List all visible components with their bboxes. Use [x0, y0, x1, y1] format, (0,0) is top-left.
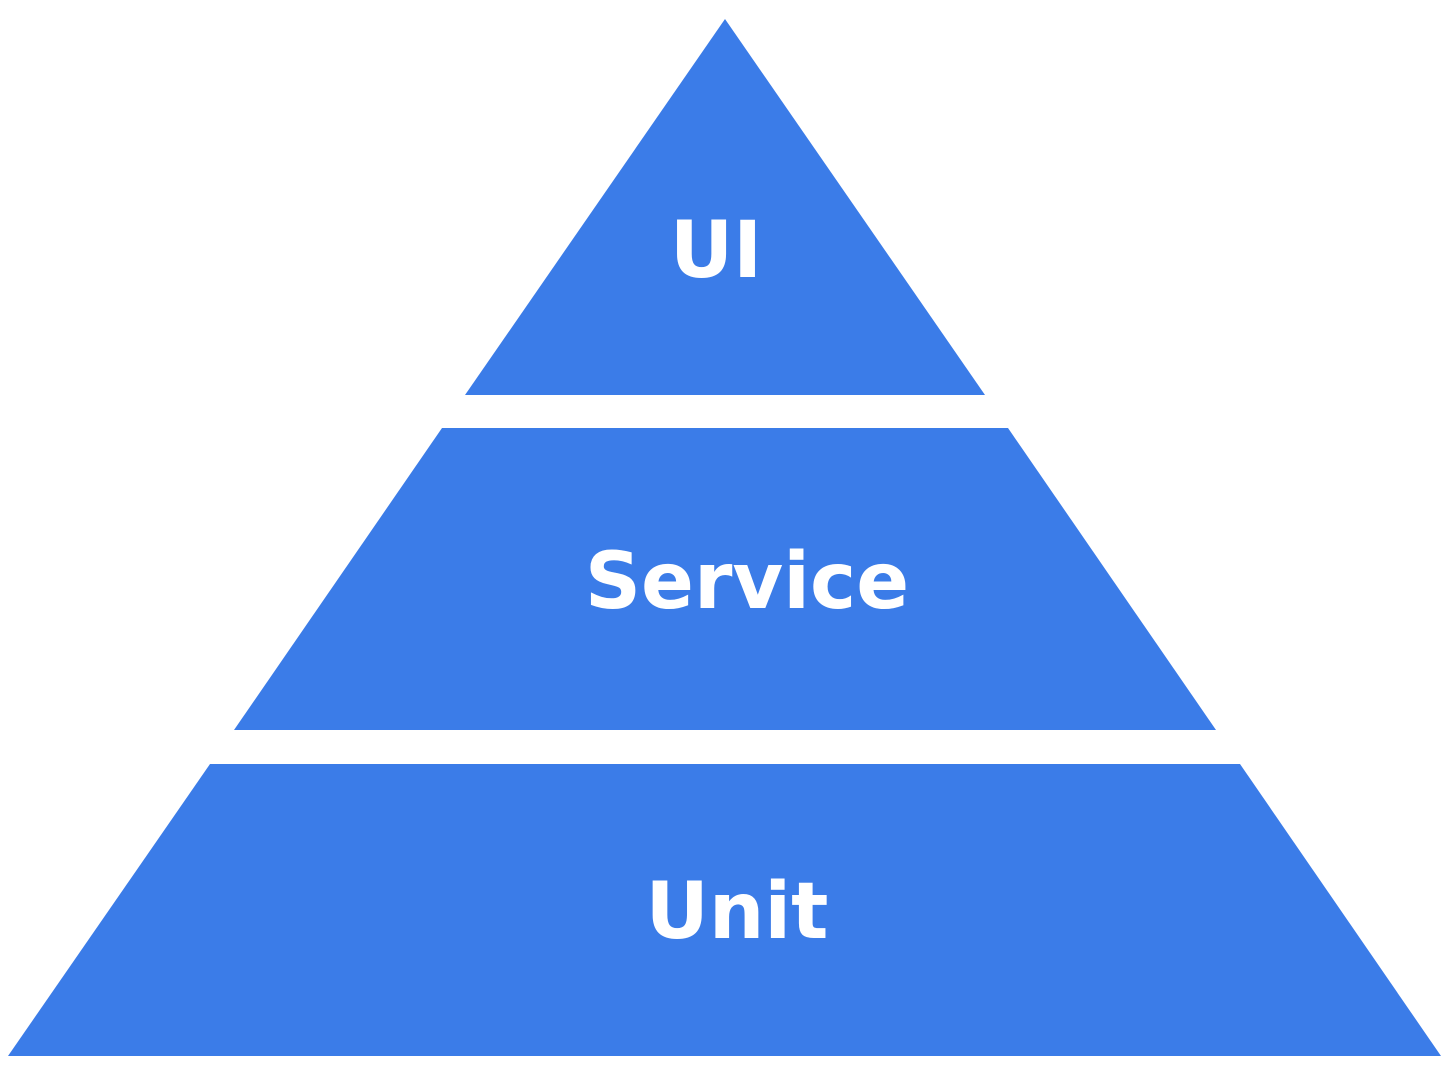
pyramid-layer-middle-shape	[234, 428, 1216, 730]
pyramid-layer-bottom-label: Unit	[646, 867, 829, 957]
pyramid-layer-top-shape	[465, 19, 985, 395]
pyramid-layer-bottom-shape	[8, 764, 1441, 1056]
pyramid-layer-top-label: UI	[670, 206, 762, 296]
pyramid-layer-middle-label: Service	[585, 537, 909, 627]
